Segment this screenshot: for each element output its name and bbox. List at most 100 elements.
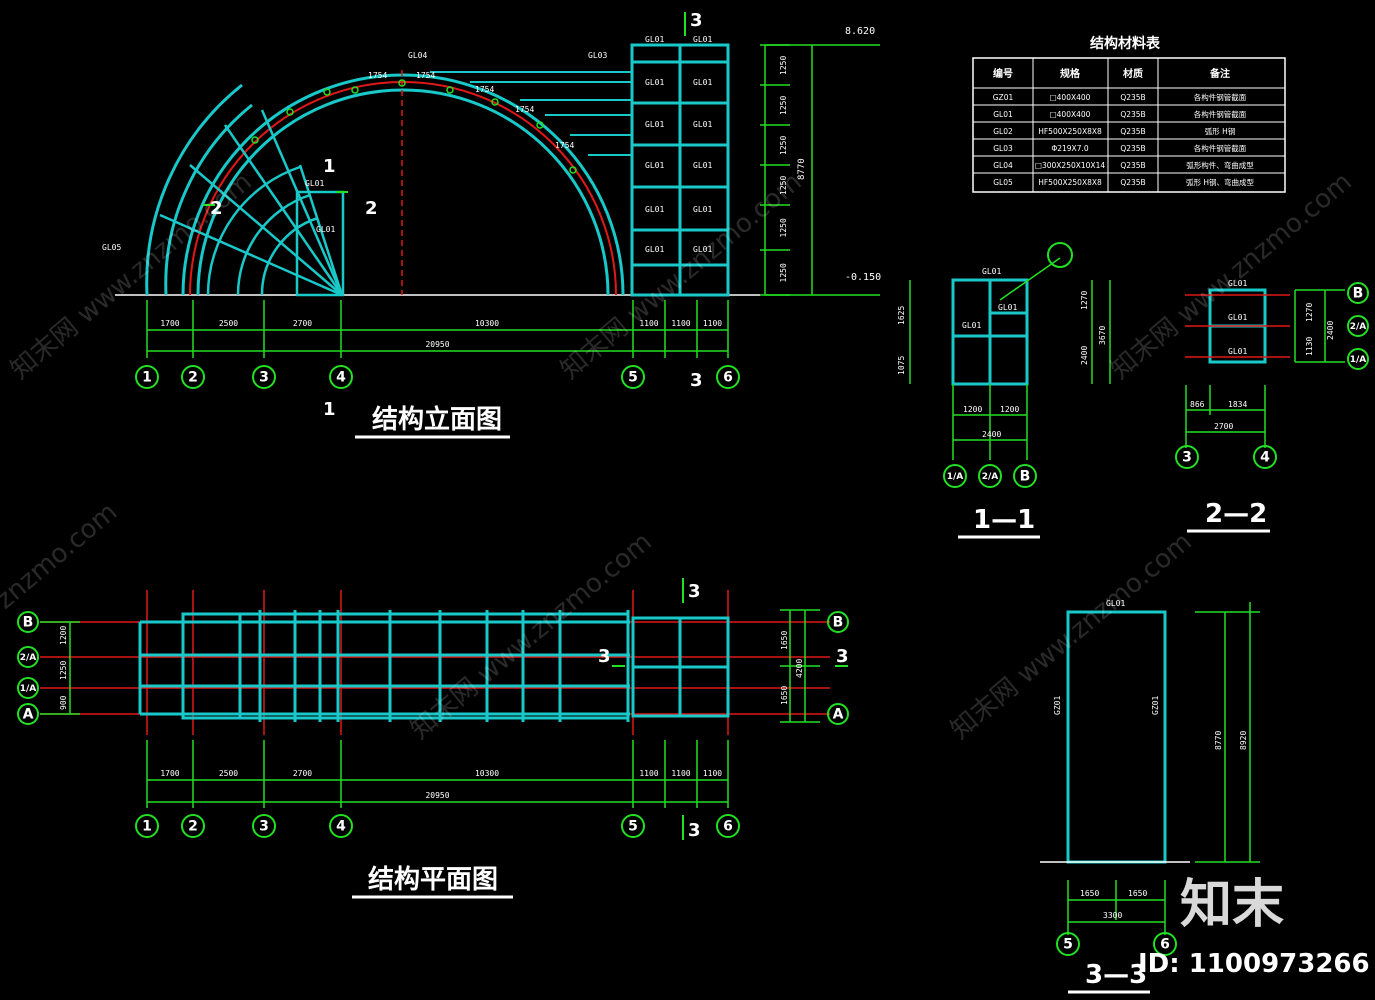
plan-row-right-B-label: B bbox=[833, 615, 844, 631]
label-gl03: GL03 bbox=[588, 51, 607, 60]
elev-axis-5-label: 5 bbox=[628, 370, 638, 386]
elev-axis-4: 4 bbox=[329, 365, 353, 389]
plan-right-dim-1: 1650 bbox=[780, 631, 789, 650]
plan-dim-5: 1100 bbox=[671, 769, 690, 778]
section-3-3: GL01 GZ01 GZ01 1650 1650 3300 8770 8920 … bbox=[1040, 599, 1260, 994]
elev-axis-3-label: 3 bbox=[259, 370, 269, 386]
section-1-1: GL01 GL01 GL01 1200 1200 2400 1625 1075 … bbox=[897, 242, 1111, 539]
label-gl01-r2b: GL01 bbox=[693, 120, 712, 129]
sec2-row-1A: 1/A bbox=[1347, 348, 1369, 370]
elev-right-dim-0: 1250 bbox=[779, 56, 788, 75]
sec1-gl01-mid: GL01 bbox=[998, 303, 1017, 312]
elev-dim-5: 1100 bbox=[671, 319, 690, 328]
elevation-view: GL01 GL01 GL01 GL01 GL01 GL01 GL01 GL01 … bbox=[102, 10, 881, 439]
table-header-3: 备注 bbox=[1209, 67, 1230, 80]
level-bottom: -0.150 bbox=[845, 272, 881, 283]
label-gl01-r4b: GL01 bbox=[693, 205, 712, 214]
sec2-row-B-label: B bbox=[1353, 286, 1364, 302]
elev-axis-4-label: 4 bbox=[336, 370, 346, 386]
plan-dim-1: 2500 bbox=[219, 769, 238, 778]
plan-left-dim-2: 1250 bbox=[59, 661, 68, 680]
plan-frame bbox=[138, 610, 730, 722]
plan-axis-1-label: 1 bbox=[142, 819, 152, 835]
plan-row-left-3-label: A bbox=[23, 707, 34, 723]
table-cell-3-0: GL03 bbox=[993, 144, 1013, 153]
plan-row-left-0: B bbox=[17, 611, 39, 633]
sec2-right-dim-2: 1130 bbox=[1305, 337, 1314, 356]
sec3-right-dim: 8770 bbox=[1214, 731, 1223, 750]
brand-logo: 知末 bbox=[1180, 875, 1284, 935]
sec1-bottom-dim-2: 1200 bbox=[1000, 405, 1019, 414]
table-cell-5-0: GL05 bbox=[993, 178, 1013, 187]
sec3-gz01-left: GZ01 bbox=[1053, 696, 1062, 715]
elev-right-dim-2: 1250 bbox=[779, 136, 788, 155]
sec3-gz01-right: GZ01 bbox=[1151, 696, 1160, 715]
section-mark-2-right: 2 bbox=[365, 198, 378, 219]
table-cell-5-1: HF500X250X8X8 bbox=[1038, 178, 1102, 187]
inner-arc-2 bbox=[236, 193, 311, 296]
sec1-right-total: 3670 bbox=[1098, 326, 1107, 345]
elevation-axis-bubbles: 1 2 3 4 5 6 bbox=[135, 365, 740, 389]
section-1-title: 1—1 bbox=[973, 505, 1035, 535]
plan-axis-3-label: 3 bbox=[259, 819, 269, 835]
connecting-beams bbox=[430, 71, 632, 156]
inner-arc-3 bbox=[260, 216, 319, 296]
elev-dim-2: 2700 bbox=[293, 319, 312, 328]
section-mark-3-top: 3 bbox=[690, 10, 703, 31]
table-cell-0-1: □400X400 bbox=[1050, 93, 1091, 102]
section-mark-3-bottom: 3 bbox=[690, 370, 703, 391]
plan-axis-3: 3 bbox=[252, 814, 276, 838]
table-cell-0-3: 各构件钢管截面 bbox=[1194, 92, 1247, 102]
plan-axis-4-label: 4 bbox=[336, 819, 346, 835]
elev-axis-6-label: 6 bbox=[723, 370, 733, 386]
section-mark-1-bottom: 1 bbox=[323, 399, 336, 420]
sec1-right-dim-2: 2400 bbox=[1080, 346, 1089, 365]
elev-axis-1-label: 1 bbox=[142, 370, 152, 386]
label-gl01-r1b: GL01 bbox=[693, 78, 712, 87]
table-cell-4-1: □300X250X10X14 bbox=[1035, 161, 1105, 170]
sec3-axis-6-label: 6 bbox=[1160, 937, 1170, 953]
sec3-axis-5: 5 bbox=[1056, 932, 1080, 956]
label-gl05: GL05 bbox=[102, 243, 121, 252]
elev-total: 20950 bbox=[425, 340, 449, 349]
sec2-bottom-dim-2: 1834 bbox=[1228, 400, 1247, 409]
sec1-axis-2: B bbox=[1013, 464, 1037, 488]
plan-axis-1: 1 bbox=[135, 814, 159, 838]
plan-row-left-2-label: 1/A bbox=[20, 684, 37, 694]
sec1-bottom-total: 2400 bbox=[982, 430, 1001, 439]
main-arc-red bbox=[189, 81, 617, 296]
sec3-bottom-dim-2: 1650 bbox=[1128, 889, 1147, 898]
elev-right-dim-4: 1250 bbox=[779, 218, 788, 237]
plan-right-total: 4200 bbox=[795, 659, 804, 678]
sec2-gl01-top: GL01 bbox=[1228, 279, 1247, 288]
plan-section-3-right: 3 bbox=[836, 646, 849, 667]
table-cell-1-1: □400X400 bbox=[1050, 110, 1091, 119]
section-mark-1-top: 1 bbox=[323, 156, 336, 177]
table-cell-4-2: Q235B bbox=[1120, 161, 1145, 170]
plan-axis-5-label: 5 bbox=[628, 819, 638, 835]
plan-right-dim-2: 1650 bbox=[780, 686, 789, 705]
plan-dim-2: 2700 bbox=[293, 769, 312, 778]
label-arc-1754-d: 1754 bbox=[515, 105, 534, 114]
radial-members bbox=[159, 109, 344, 297]
table-cell-4-0: GL04 bbox=[993, 161, 1013, 170]
table-cell-2-2: Q235B bbox=[1120, 127, 1145, 136]
sec2-row-axis-bubbles: B2/A1/A bbox=[1347, 282, 1369, 370]
label-gl01-r3b: GL01 bbox=[693, 161, 712, 170]
label-gl01-r4a: GL01 bbox=[645, 205, 664, 214]
plan-view: 3 3 3 3 1200 1250 900 1650 1650 4200 B2/… bbox=[17, 578, 849, 899]
plan-section-3-top: 3 bbox=[688, 581, 701, 602]
plan-axis-2: 2 bbox=[181, 814, 205, 838]
table-cell-2-3: 弧形 H钢 bbox=[1205, 126, 1236, 136]
table-header-1: 规格 bbox=[1060, 67, 1081, 80]
sec2-bottom-total: 2700 bbox=[1214, 422, 1233, 431]
label-gl01-r3a: GL01 bbox=[645, 161, 664, 170]
table-cell-3-2: Q235B bbox=[1120, 144, 1145, 153]
elev-axis-2-label: 2 bbox=[188, 370, 198, 386]
plan-row-left-1: 2/A bbox=[17, 646, 39, 668]
label-gl01-frame-top: GL01 bbox=[305, 179, 324, 188]
watermark-1: 知末网 www.znzmo.com bbox=[5, 167, 257, 386]
